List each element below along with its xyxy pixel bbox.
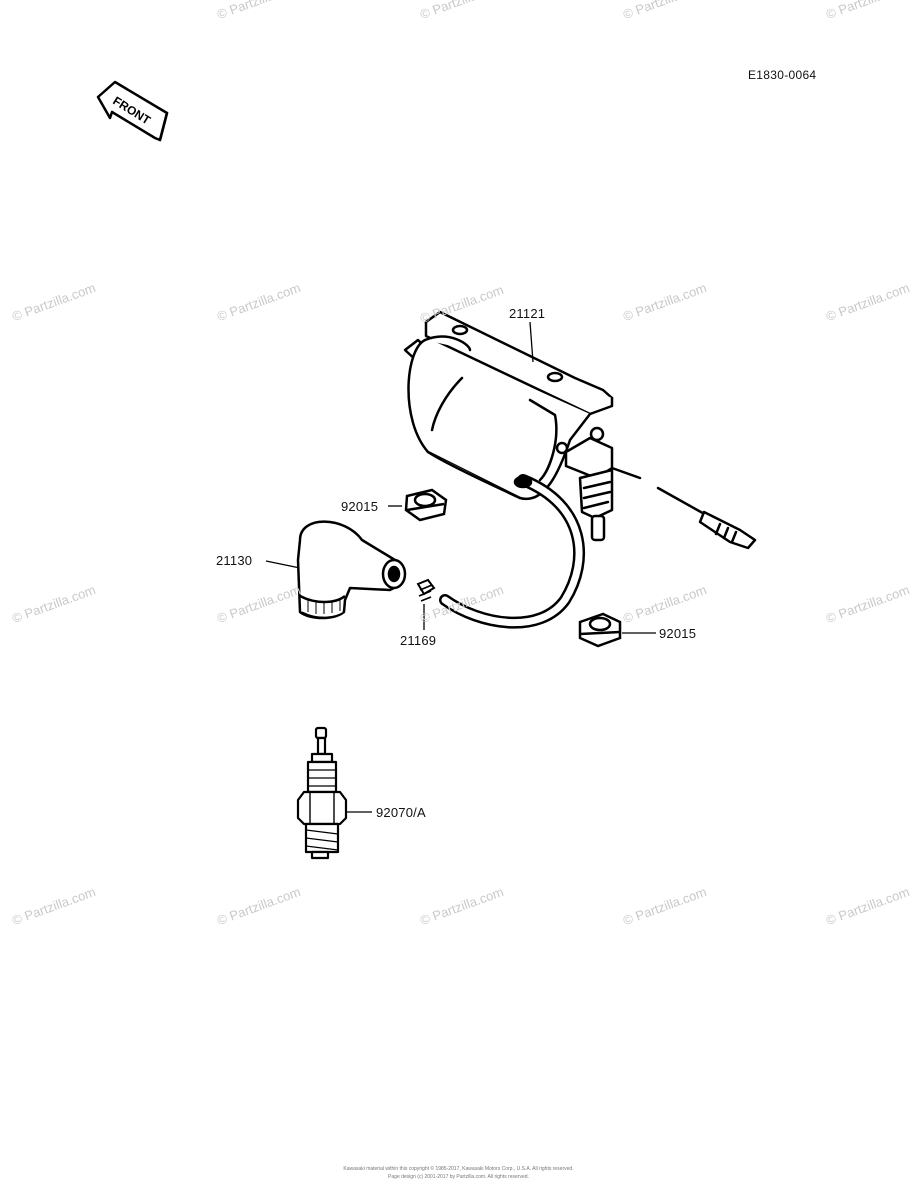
part-label-plug-cap[interactable]: 21130 — [216, 553, 253, 568]
part-label-ignition-coil[interactable]: 21121 — [509, 306, 546, 321]
footer-design: Page design (c) 2001-2017 by Partzilla.c… — [388, 1174, 529, 1180]
diagram-code: E1830-0064 — [748, 68, 817, 82]
spring — [416, 578, 436, 602]
part-label-nut-lower[interactable]: 92015 — [659, 626, 697, 641]
nut-upper — [404, 488, 448, 522]
part-label-spring[interactable]: 21169 — [400, 633, 437, 648]
spark-plug — [296, 726, 348, 860]
nut-lower — [578, 612, 622, 648]
footer-copyright: Kawasaki material within this copyright … — [343, 1166, 574, 1172]
part-label-nut-upper[interactable]: 92015 — [341, 499, 379, 514]
plug-cap — [296, 520, 407, 620]
ignition-coil — [403, 310, 757, 629]
front-arrow-icon — [96, 80, 169, 142]
leader-lines — [265, 321, 656, 813]
part-label-spark-plug[interactable]: 92070/A — [376, 805, 426, 820]
